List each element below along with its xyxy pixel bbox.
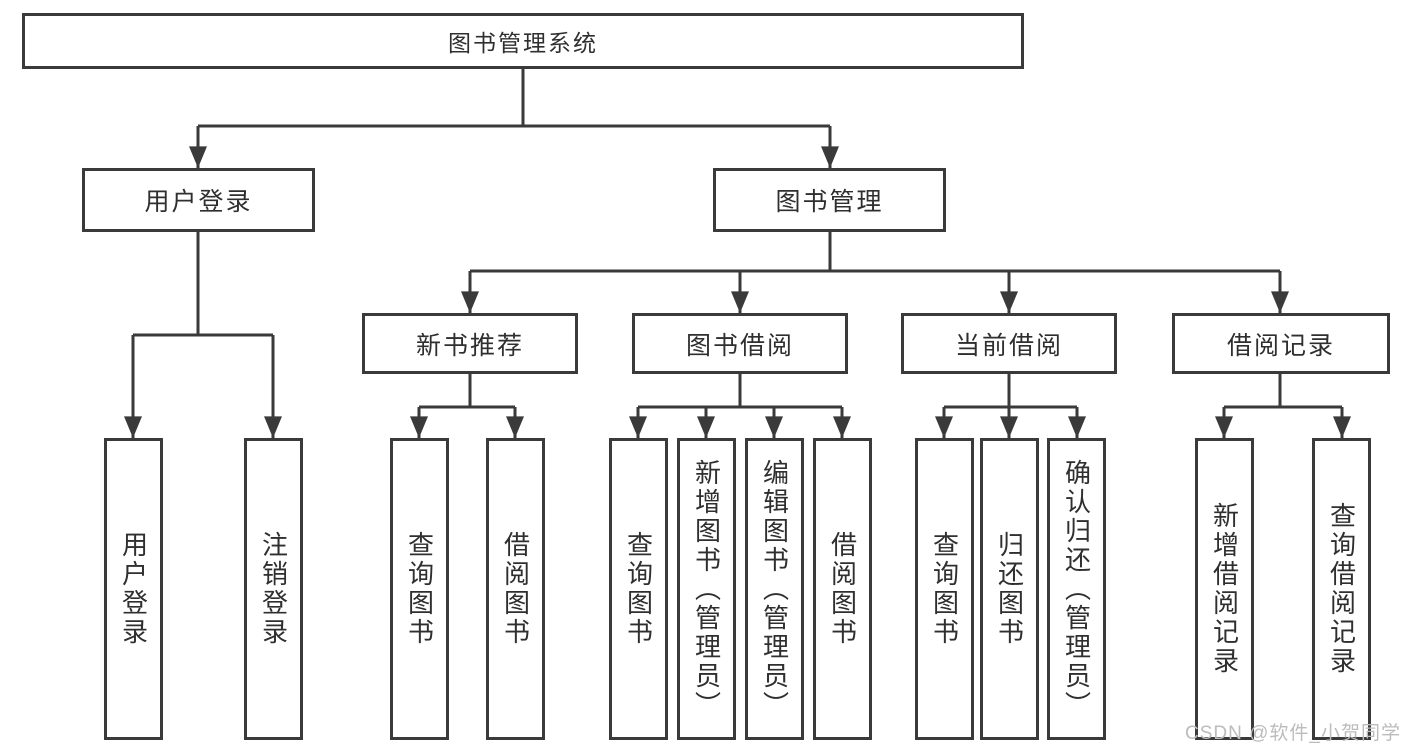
- node-new-book-recommend: 新书推荐: [362, 313, 578, 374]
- leaf-bb-query-books: 查询图书: [609, 438, 668, 740]
- node-borrowing-records: 借阅记录: [1172, 313, 1390, 374]
- node-library-system: 图书管理系统: [22, 13, 1024, 69]
- leaf-cb-confirm-return-admin: 确认归还（管理员）: [1047, 438, 1106, 740]
- node-current-borrowing: 当前借阅: [901, 313, 1117, 374]
- csdn-watermark: CSDN @软件_小贺同学: [1185, 723, 1401, 744]
- leaf-cb-return-books: 归还图书: [980, 438, 1039, 740]
- leaf-nb-borrow-books: 借阅图书: [486, 438, 545, 740]
- leaf-bb-borrow-books: 借阅图书: [813, 438, 872, 740]
- leaf-br-add-record: 新增借阅记录: [1195, 438, 1254, 740]
- leaf-cb-query-books: 查询图书: [915, 438, 974, 740]
- node-user-login: 用户登录: [82, 168, 315, 232]
- node-book-management: 图书管理: [713, 168, 946, 232]
- leaf-br-query-record: 查询借阅记录: [1312, 438, 1371, 740]
- leaf-user-login: 用户登录: [104, 438, 163, 740]
- node-book-borrowing: 图书借阅: [632, 313, 848, 374]
- leaf-logout: 注销登录: [244, 438, 303, 740]
- leaf-bb-edit-book-admin: 编辑图书（管理员）: [745, 438, 804, 740]
- leaf-nb-query-books: 查询图书: [390, 438, 449, 740]
- leaf-bb-add-book-admin: 新增图书（管理员）: [677, 438, 736, 740]
